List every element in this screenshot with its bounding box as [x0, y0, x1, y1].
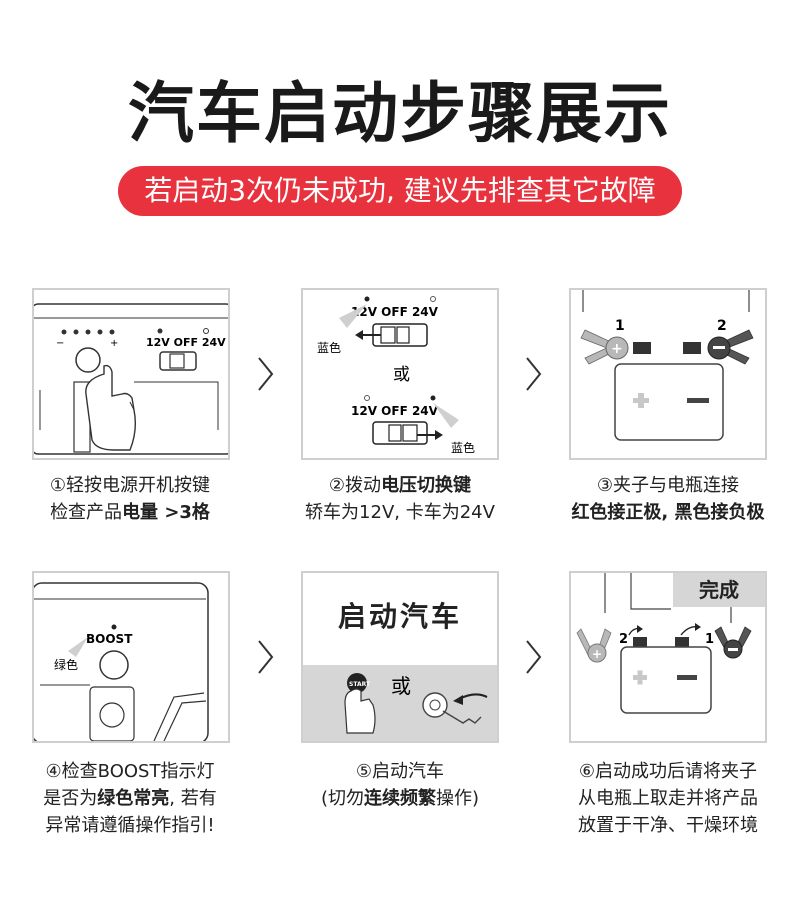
svg-text:+: +: [110, 338, 118, 349]
clamp-removal-illustration: + 2 1: [576, 573, 752, 714]
step-caption-line: 轿车为12V, 卡车为24V: [270, 499, 530, 526]
step-caption-line: ②拨动电压切换键: [270, 472, 530, 499]
warning-banner: 若启动3次仍未成功, 建议先排查其它故障: [118, 166, 682, 216]
step-caption-line: ①轻按电源开机按键: [0, 472, 260, 499]
clamp-number-1: 1: [615, 318, 625, 334]
step-caption-line: 是否为绿色常亮, 若有: [0, 785, 260, 812]
step-caption-line: 检查产品电量 >3格: [0, 499, 260, 526]
svg-text:+: +: [592, 647, 602, 661]
step-caption-line: (切勿连续频繁操作): [270, 785, 530, 812]
step-3-caption: ③夹子与电瓶连接 红色接正极, 黑色接负极: [538, 472, 798, 526]
caption-text: ④检查BOOST指示灯: [45, 761, 215, 782]
caption-text: 轿车为12V, 卡车为24V: [305, 502, 495, 523]
clamp-number-2: 2: [717, 318, 727, 334]
step-caption-line: ⑥启动成功后请将夹子: [538, 758, 798, 785]
voltage-switch-illustration: 12V OFF 24V 蓝色 或 12V OFF 24V 蓝色: [317, 296, 475, 455]
start-car-heading: 启动汽车: [337, 600, 462, 633]
page-title: 汽车启动步骤展示: [128, 75, 672, 152]
boost-label: BOOST: [86, 632, 133, 646]
caption-text: 从电瓶上取走并将产品: [578, 788, 758, 809]
battery-clamp-illustration: 1 2 +: [580, 290, 754, 441]
step-caption-line: 从电瓶上取走并将产品: [538, 785, 798, 812]
step-2-caption: ②拨动电压切换键 轿车为12V, 卡车为24V: [270, 472, 530, 526]
step-1-illustration: − + 12V OFF 24V: [32, 288, 230, 460]
caption-text: , 若有: [169, 788, 217, 809]
voltage-switch-label-bottom: 12V OFF 24V: [351, 404, 439, 418]
step-2-illustration: 12V OFF 24V 蓝色 或 12V OFF 24V 蓝色: [301, 288, 499, 460]
step-caption-line: ③夹子与电瓶连接: [538, 472, 798, 499]
start-button-illustration: START 或: [303, 665, 497, 741]
chevron-right-icon: [526, 640, 542, 674]
clamp-number-1: 1: [705, 632, 714, 647]
caption-text: 是否为: [43, 788, 98, 809]
chevron-right-icon: [258, 640, 274, 674]
caption-text: ⑤启动汽车: [355, 761, 445, 782]
or-label: 或: [391, 674, 411, 698]
caption-text: (切勿: [320, 788, 364, 809]
step-caption-line: 异常请遵循操作指引!: [0, 812, 260, 839]
caption-emphasis: 绿色常亮: [97, 788, 170, 809]
step-caption-line: 红色接正极, 黑色接负极: [538, 499, 798, 526]
caption-emphasis: 红色接正极, 黑色接负极: [571, 502, 765, 523]
caption-emphasis: 电量 >3格: [122, 502, 210, 523]
step-6-illustration: 完成 + 2 1: [569, 571, 767, 743]
step-1-caption: ①轻按电源开机按键 检查产品电量 >3格: [0, 472, 260, 526]
blue-label-top: 蓝色: [317, 341, 341, 355]
step-4-caption: ④检查BOOST指示灯 是否为绿色常亮, 若有 异常请遵循操作指引!: [0, 758, 260, 839]
caption-text: 放置于干净、干燥环境: [578, 815, 758, 836]
or-label: 或: [393, 365, 410, 385]
step-5-illustration: 启动汽车 START 或: [301, 571, 499, 743]
caption-emphasis: 电压切换键: [381, 475, 472, 496]
svg-text:+: +: [611, 341, 623, 357]
caption-emphasis: 连续频繁: [364, 788, 436, 809]
caption-text: ⑥启动成功后请将夹子: [578, 761, 758, 782]
chevron-right-icon: [526, 357, 542, 391]
voltage-switch-label-top: 12V OFF 24V: [351, 305, 439, 319]
caption-text: ①轻按电源开机按键: [49, 475, 211, 496]
caption-text: ③夹子与电瓶连接: [596, 475, 740, 496]
caption-text: 检查产品: [50, 502, 123, 523]
caption-text: ②拨动: [328, 475, 382, 496]
done-tag: 完成: [673, 573, 765, 607]
step-5-caption: ⑤启动汽车 (切勿连续频繁操作): [270, 758, 530, 812]
step-caption-line: 放置于干净、干燥环境: [538, 812, 798, 839]
caption-text: 异常请遵循操作指引!: [45, 815, 215, 836]
svg-text:−: −: [56, 338, 64, 349]
boost-indicator-illustration: BOOST 绿色: [34, 582, 209, 741]
blue-label-bottom: 蓝色: [451, 441, 475, 455]
step-6-caption: ⑥启动成功后请将夹子 从电瓶上取走并将产品 放置于干净、干燥环境: [538, 758, 798, 839]
caption-text: 操作): [436, 788, 480, 809]
step-caption-line: ⑤启动汽车: [270, 758, 530, 785]
step-3-illustration: 1 2 +: [569, 288, 767, 460]
step-caption-line: ④检查BOOST指示灯: [0, 758, 260, 785]
power-device-illustration: − + 12V OFF 24V: [34, 303, 228, 455]
voltage-switch-label: 12V OFF 24V: [146, 336, 226, 349]
chevron-right-icon: [258, 357, 274, 391]
start-label: START: [349, 681, 371, 688]
step-4-illustration: BOOST 绿色: [32, 571, 230, 743]
green-label: 绿色: [54, 657, 78, 672]
clamp-number-2: 2: [619, 632, 628, 647]
